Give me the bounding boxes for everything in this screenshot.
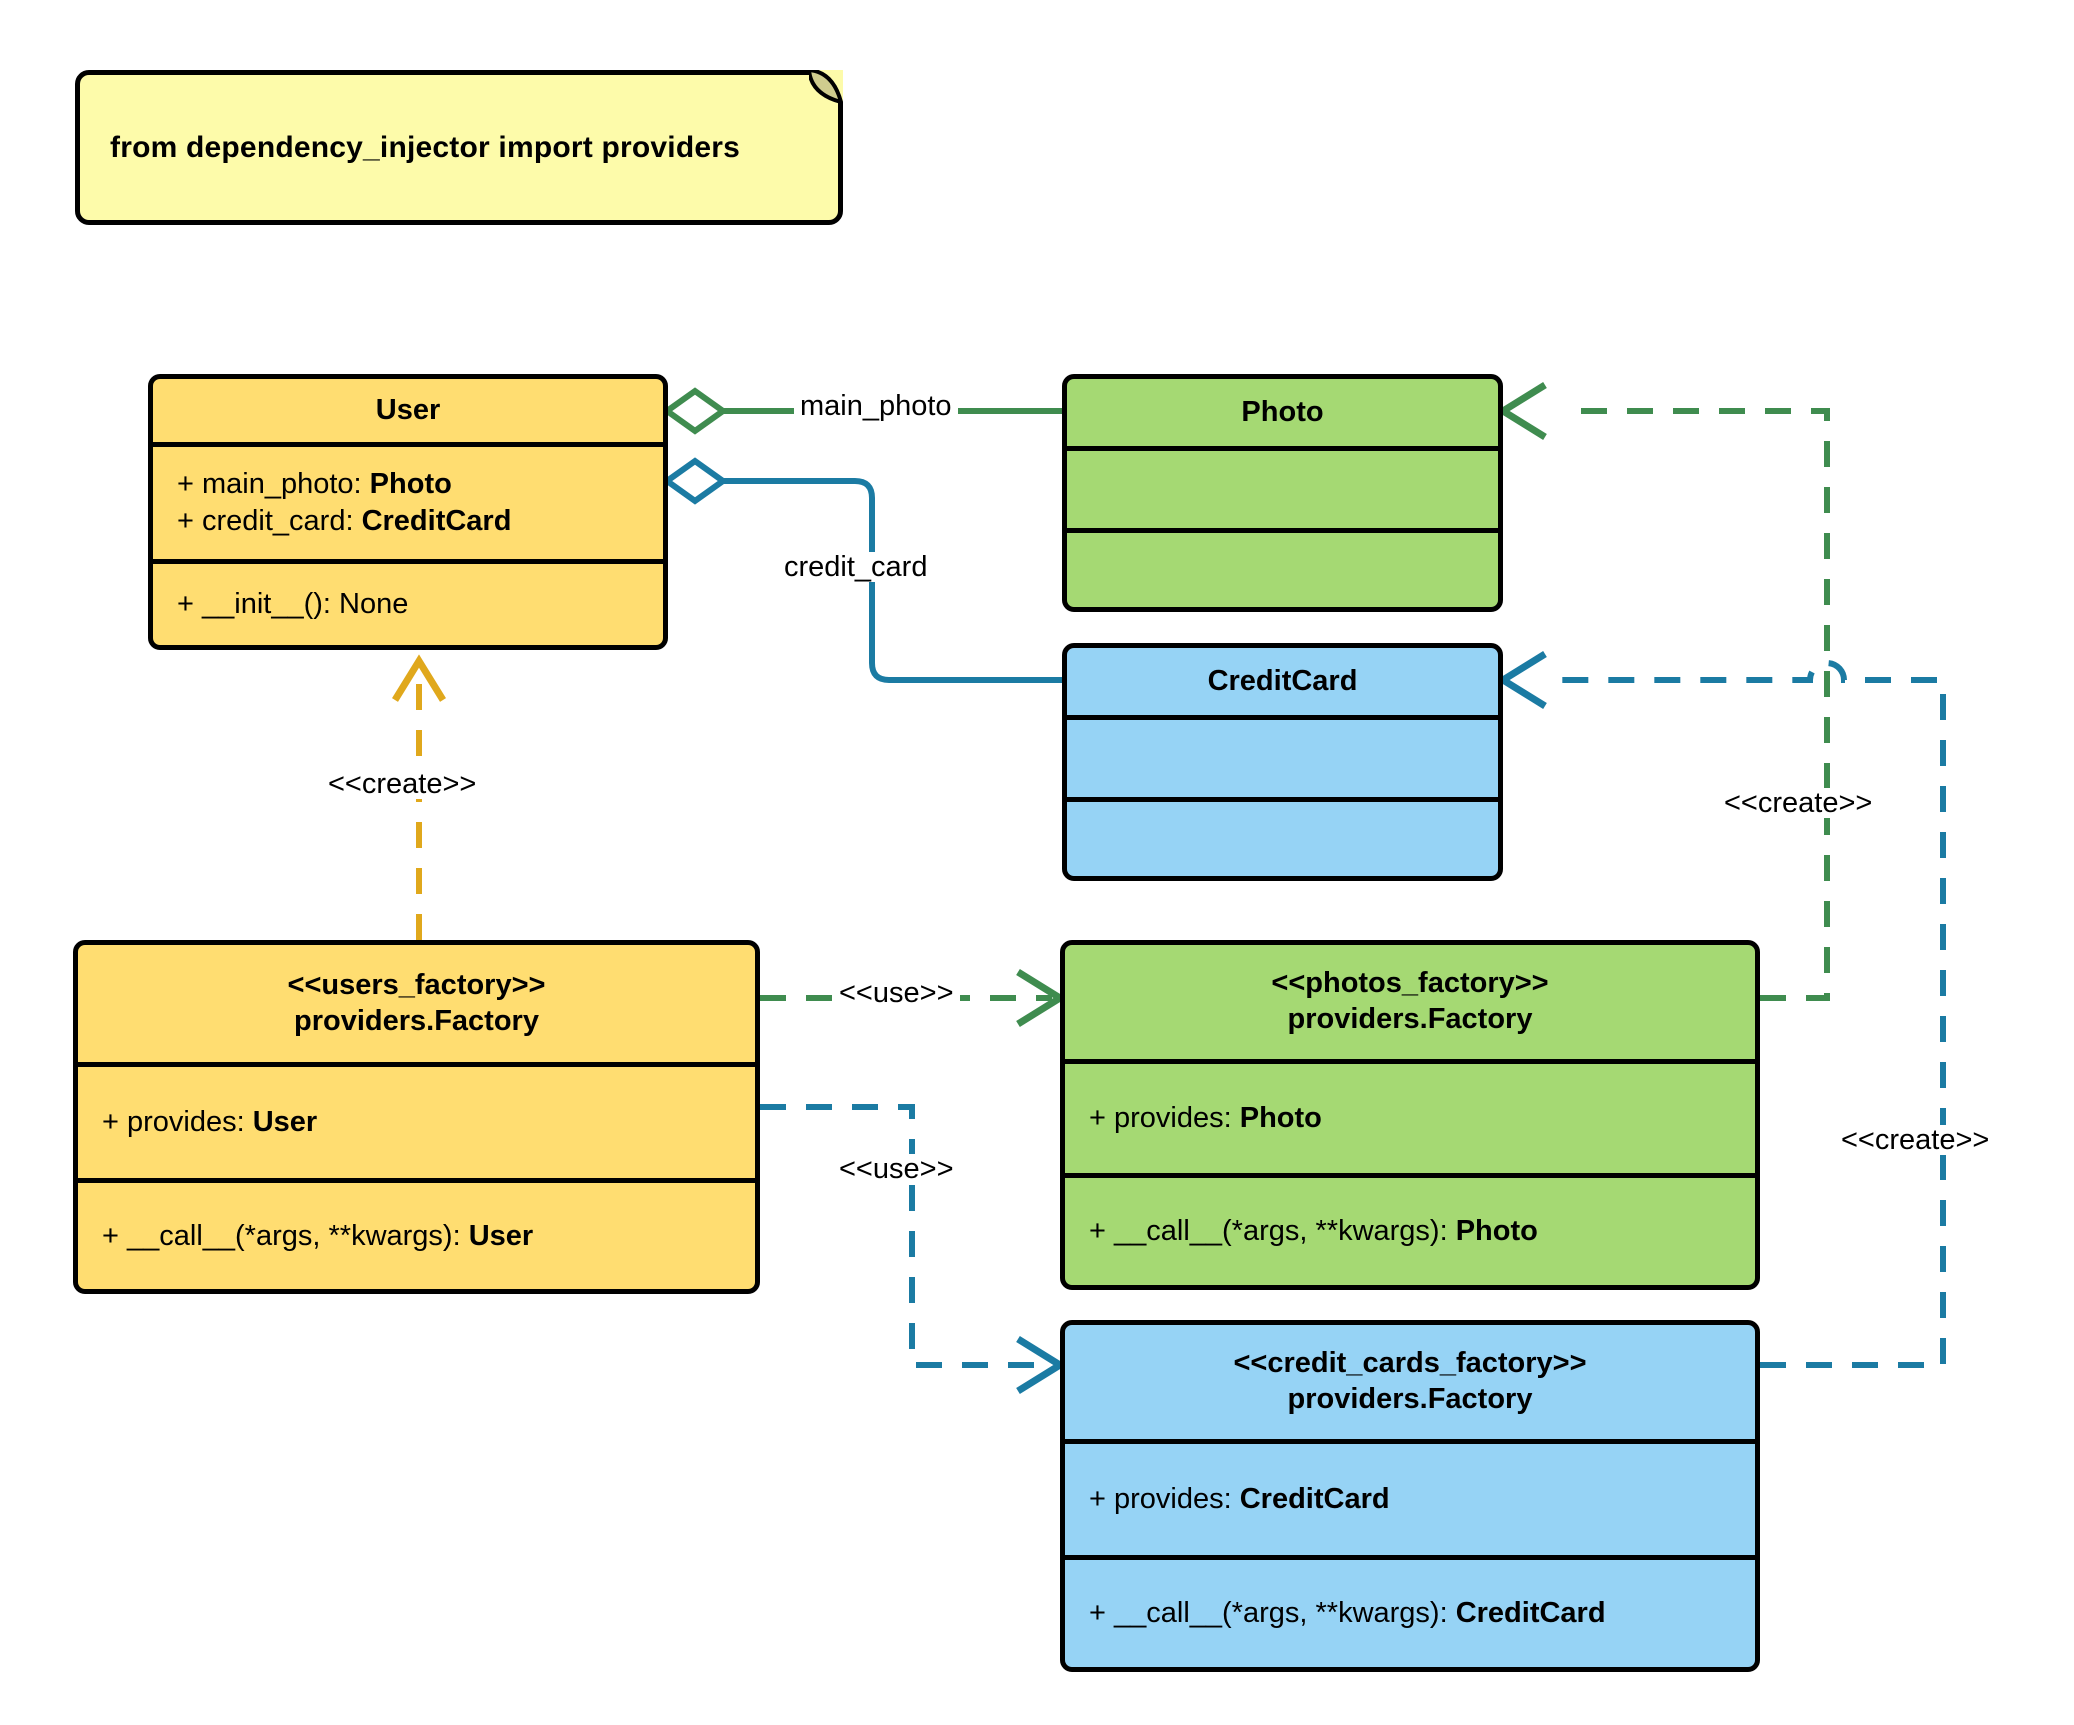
attribute-credit-card-label: + credit_card: — [177, 505, 362, 537]
uml-note: from dependency_injector import provider… — [75, 70, 843, 225]
class-users-factory-stereotype: <<users_factory>> — [287, 969, 546, 1002]
edge-label-create-photo: <<create>> — [1718, 788, 1879, 818]
credit-cards-factory-provides-label: + provides: — [1089, 1482, 1240, 1515]
attribute-main-photo-type: Photo — [369, 468, 452, 500]
edge-usersfactory-creates-user — [392, 654, 446, 940]
class-photo-attributes — [1067, 451, 1498, 527]
photos-factory-provides-label: + provides: — [1089, 1101, 1240, 1134]
class-photo-methods — [1067, 527, 1498, 607]
class-box-photo[interactable]: Photo — [1062, 374, 1503, 612]
class-credit-cards-factory-header: <<credit_cards_factory>> providers.Facto… — [1065, 1325, 1755, 1444]
class-box-creditcard[interactable]: CreditCard — [1062, 643, 1503, 881]
class-creditcard-attributes — [1067, 720, 1498, 796]
class-photos-factory-name: providers.Factory — [1287, 1002, 1533, 1035]
class-creditcard-name: CreditCard — [1207, 665, 1358, 698]
edge-label-use-photos-factory: <<use>> — [833, 978, 960, 1008]
users-factory-call: + __call__(*args, **kwargs): User — [102, 1220, 533, 1253]
class-photos-factory-stereotype: <<photos_factory>> — [1271, 967, 1549, 1000]
class-credit-cards-factory-methods: + __call__(*args, **kwargs): CreditCard — [1065, 1555, 1755, 1667]
attribute-credit-card-type: CreditCard — [361, 505, 512, 537]
edge-label-create-user: <<create>> — [322, 769, 483, 799]
attribute-main-photo-label: + main_photo: — [177, 468, 370, 500]
class-users-factory-attributes: + provides: User — [78, 1067, 755, 1178]
users-factory-call-label: + __call__(*args, **kwargs): — [102, 1219, 469, 1252]
attribute-main-photo: + main_photo: Photo — [177, 468, 511, 501]
note-text: from dependency_injector import provider… — [110, 130, 740, 164]
photos-factory-provides-type: Photo — [1239, 1101, 1322, 1134]
class-user-header: User — [153, 379, 663, 447]
credit-cards-factory-call: + __call__(*args, **kwargs): CreditCard — [1089, 1597, 1606, 1630]
method-init: + __init__(): None — [177, 588, 409, 620]
edge-usersfactory-uses-creditcardsfactory — [760, 1104, 1067, 1394]
users-factory-provides: + provides: User — [102, 1106, 317, 1139]
class-credit-cards-factory-name: providers.Factory — [1287, 1382, 1533, 1415]
class-user-attributes: + main_photo: Photo + credit_card: Credi… — [153, 447, 663, 559]
class-users-factory-header: <<users_factory>> providers.Factory — [78, 945, 755, 1068]
photos-factory-call-type: Photo — [1455, 1215, 1538, 1248]
class-photo-header: Photo — [1067, 379, 1498, 452]
attribute-credit-card: + credit_card: CreditCard — [177, 505, 511, 538]
class-box-photos-factory[interactable]: <<photos_factory>> providers.Factory + p… — [1060, 940, 1760, 1290]
edge-label-use-credit-cards-factory: <<use>> — [833, 1154, 960, 1184]
class-photos-factory-attributes: + provides: Photo — [1065, 1064, 1755, 1174]
credit-cards-factory-call-type: CreditCard — [1455, 1597, 1606, 1630]
credit-cards-factory-provides: + provides: CreditCard — [1089, 1483, 1390, 1516]
credit-cards-factory-provides-type: CreditCard — [1239, 1482, 1390, 1515]
edge-photosfactory-creates-photo — [1496, 382, 1830, 1001]
edge-label-main-photo: main_photo — [794, 391, 958, 421]
users-factory-provides-label: + provides: — [102, 1106, 253, 1139]
class-box-credit-cards-factory[interactable]: <<credit_cards_factory>> providers.Facto… — [1060, 1320, 1760, 1672]
class-box-user[interactable]: User + main_photo: Photo + credit_card: … — [148, 374, 668, 650]
note-fold-corner — [809, 70, 843, 104]
class-users-factory-methods: + __call__(*args, **kwargs): User — [78, 1178, 755, 1289]
class-creditcard-methods — [1067, 796, 1498, 876]
edge-label-credit-card: credit_card — [778, 552, 934, 582]
class-photos-factory-header: <<photos_factory>> providers.Factory — [1065, 945, 1755, 1064]
class-users-factory-name: providers.Factory — [294, 1004, 539, 1037]
class-box-users-factory[interactable]: <<users_factory>> providers.Factory + pr… — [73, 940, 760, 1294]
users-factory-provides-type: User — [252, 1106, 318, 1139]
class-user-methods: + __init__(): None — [153, 559, 663, 645]
class-credit-cards-factory-attributes: + provides: CreditCard — [1065, 1444, 1755, 1556]
credit-cards-factory-call-label: + __call__(*args, **kwargs): — [1089, 1597, 1456, 1630]
class-photo-name: Photo — [1241, 396, 1324, 429]
class-credit-cards-factory-stereotype: <<credit_cards_factory>> — [1233, 1347, 1587, 1380]
photos-factory-call-label: + __call__(*args, **kwargs): — [1089, 1215, 1456, 1248]
users-factory-call-type: User — [468, 1219, 534, 1252]
class-photos-factory-methods: + __call__(*args, **kwargs): Photo — [1065, 1173, 1755, 1285]
class-user-name: User — [375, 393, 441, 426]
edge-label-create-creditcard: <<create>> — [1835, 1125, 1996, 1155]
class-creditcard-header: CreditCard — [1067, 648, 1498, 721]
photos-factory-call: + __call__(*args, **kwargs): Photo — [1089, 1215, 1538, 1248]
photos-factory-provides: + provides: Photo — [1089, 1102, 1322, 1135]
